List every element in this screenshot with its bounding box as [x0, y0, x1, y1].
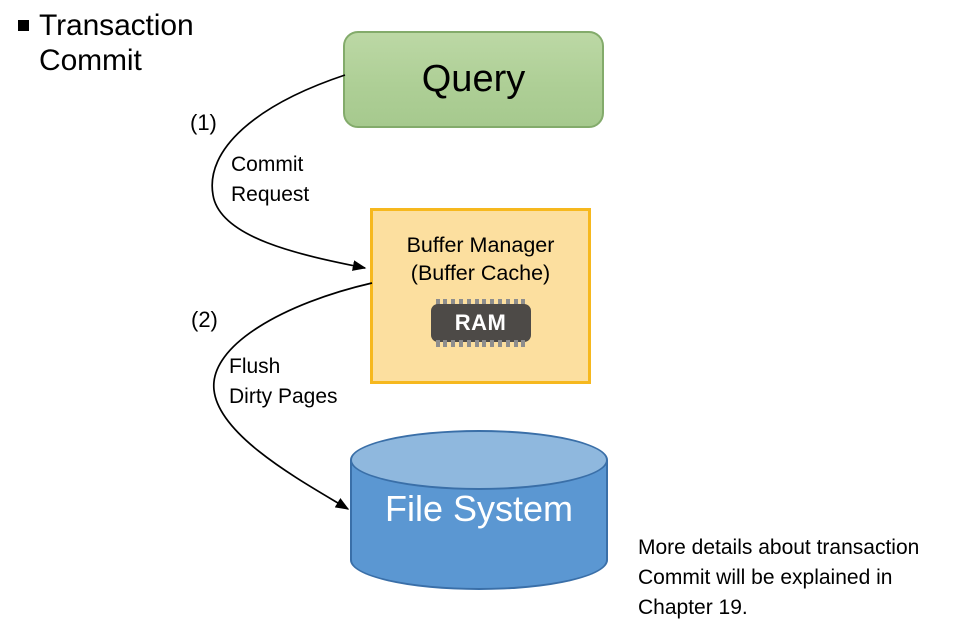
ram-chip-body: RAM [430, 303, 531, 342]
node-query-label: Query [421, 58, 526, 100]
ram-chip-pins-top [435, 298, 526, 306]
slide-heading: Transaction Commit [18, 8, 328, 78]
square-bullet-icon [18, 20, 29, 31]
flow-1-caption: Commit Request [231, 153, 310, 206]
node-buffer-manager: Buffer Manager (Buffer Cache) RAM [370, 208, 591, 384]
flow-2-caption: Flush Dirty Pages [229, 355, 338, 408]
flow-1-number: (1) [190, 110, 217, 135]
node-file-system-label: File System [384, 488, 574, 529]
footnote-text: More details about transaction Commit wi… [638, 536, 920, 620]
node-query: Query [343, 31, 604, 128]
slide-heading-text: Transaction Commit [39, 9, 194, 78]
node-buffer-manager-label: Buffer Manager (Buffer Cache) [406, 233, 555, 286]
ram-chip-label: RAM [454, 309, 507, 335]
cylinder-top-ellipse [350, 430, 608, 490]
ram-chip-pins-bottom [435, 339, 526, 347]
ram-chip-icon: RAM [430, 298, 531, 347]
node-file-system: File System [350, 430, 608, 590]
flow-2-number: (2) [191, 307, 218, 332]
